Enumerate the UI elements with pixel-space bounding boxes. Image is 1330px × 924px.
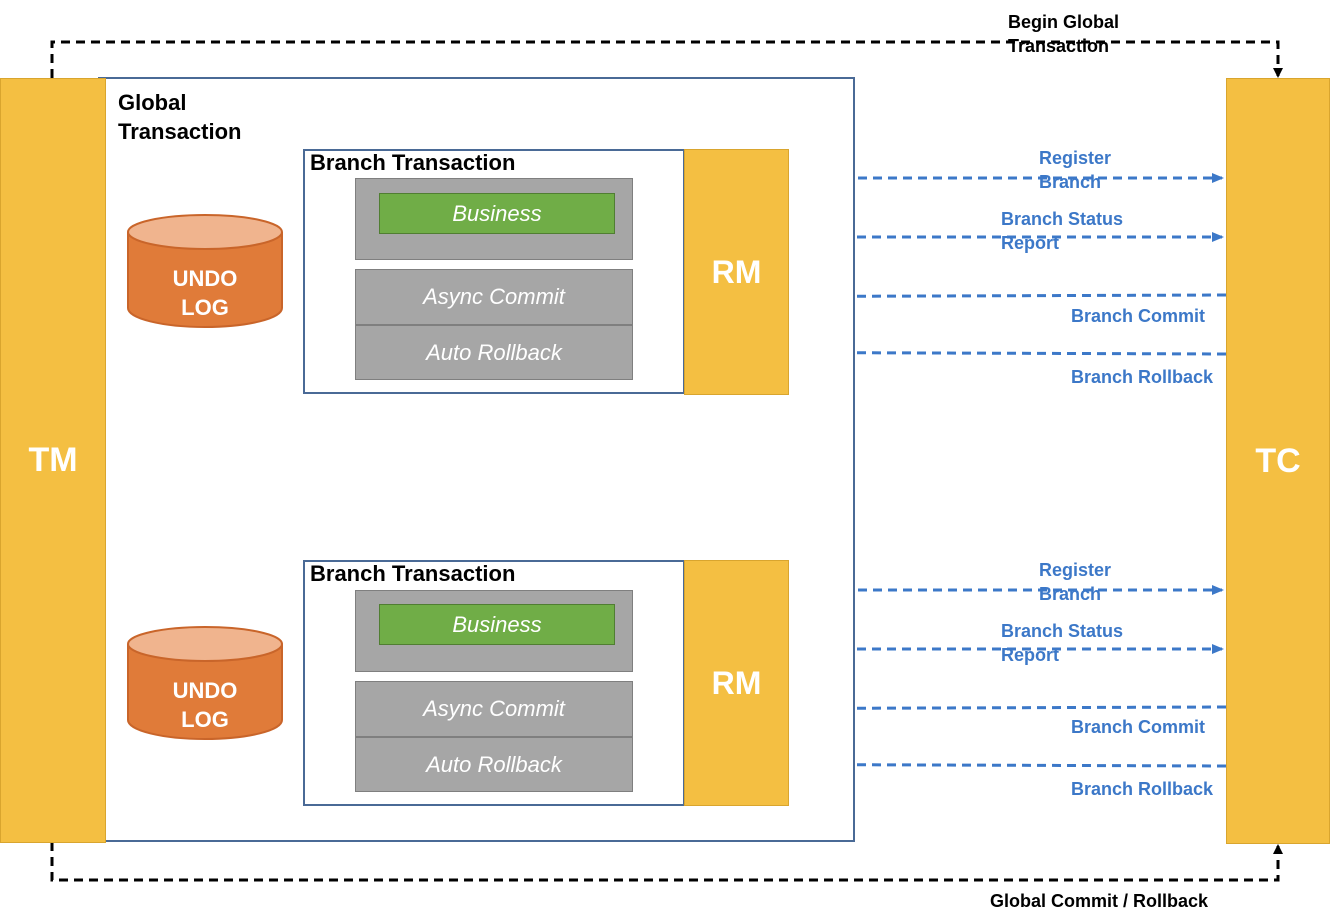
undo-line2-2: LOG bbox=[181, 707, 229, 732]
branch-commit-label-2: Branch Commit bbox=[1071, 717, 1206, 737]
undo-log-cylinder-2 bbox=[127, 626, 283, 740]
branch-transaction-title-2: Branch Transaction bbox=[310, 561, 516, 586]
branch-rollback-label-1: Branch Rollback bbox=[1071, 367, 1214, 387]
undo-log-cylinder-1 bbox=[127, 214, 283, 328]
async-commit-label-1: Async Commit bbox=[423, 284, 565, 309]
global-commit-rollback-label: Global Commit / Rollback bbox=[990, 891, 1209, 911]
register-branch-label-2: Register Branch bbox=[1039, 558, 1111, 606]
branch-commit-arrow-1 bbox=[634, 291, 1227, 302]
business-label-2: Business bbox=[452, 611, 542, 637]
begin-global-transaction-label: Begin Global Transaction bbox=[1008, 10, 1119, 58]
register-branch-label-1: Register Branch bbox=[1039, 146, 1111, 194]
undo-line2-1: LOG bbox=[181, 295, 229, 320]
async-commit-label-2: Async Commit bbox=[423, 696, 565, 721]
undo-line1-1: UNDO bbox=[172, 266, 238, 291]
branch-status-report-label-2: Branch Status Report bbox=[1001, 619, 1123, 667]
register-line1-2: Register bbox=[1039, 560, 1112, 580]
undo-log-label-1: UNDO LOG bbox=[126, 264, 284, 322]
async-commit-box-1: Async Commit bbox=[355, 269, 633, 325]
rm-label-1: RM bbox=[711, 253, 762, 290]
auto-rollback-label-2: Auto Rollback bbox=[426, 751, 562, 777]
global-transaction-title: Global Transaction bbox=[118, 88, 241, 146]
branch-status-report-label-1: Branch Status Report bbox=[1001, 207, 1123, 255]
begin-label-line2: Transaction bbox=[1008, 36, 1110, 56]
register-line2-2: Branch bbox=[1039, 584, 1102, 604]
branch-commit-label-1: Branch Commit bbox=[1071, 306, 1206, 326]
business-box-2: Business bbox=[379, 604, 615, 645]
tc-label: TC bbox=[1255, 441, 1301, 480]
business-box-1: Business bbox=[379, 193, 615, 234]
status-line1-2: Branch Status bbox=[1001, 621, 1124, 641]
auto-rollback-label-1: Auto Rollback bbox=[426, 339, 562, 365]
branch-rollback-arrow-2 bbox=[634, 759, 1227, 770]
status-line2-1: Report bbox=[1001, 233, 1059, 253]
auto-rollback-box-1: Auto Rollback bbox=[355, 325, 633, 380]
begin-global-transaction-arrow bbox=[50, 40, 1283, 78]
status-line1-1: Branch Status bbox=[1001, 209, 1124, 229]
register-line2-1: Branch bbox=[1039, 172, 1102, 192]
undo-line1-2: UNDO bbox=[172, 678, 238, 703]
begin-label-line1: Begin Global bbox=[1008, 12, 1120, 32]
auto-rollback-box-2: Auto Rollback bbox=[355, 737, 633, 792]
rm-block-2: RM bbox=[684, 560, 789, 806]
tc-block: TC bbox=[1226, 78, 1330, 844]
register-line1-1: Register bbox=[1039, 148, 1112, 168]
rm-block-1: RM bbox=[684, 149, 789, 395]
tm-block: TM bbox=[0, 78, 106, 843]
branch-rollback-arrow-1 bbox=[634, 347, 1227, 358]
business-label-1: Business bbox=[452, 200, 542, 226]
branch-commit-arrow-2 bbox=[634, 703, 1227, 714]
async-commit-box-2: Async Commit bbox=[355, 681, 633, 737]
undo-log-label-2: UNDO LOG bbox=[126, 676, 284, 734]
branch-transaction-title-1: Branch Transaction bbox=[310, 150, 516, 175]
global-transaction-title-line2: Transaction bbox=[118, 119, 242, 144]
branch-rollback-label-2: Branch Rollback bbox=[1071, 779, 1214, 799]
rm-label-2: RM bbox=[711, 664, 762, 701]
tm-label: TM bbox=[28, 441, 78, 479]
status-line2-2: Report bbox=[1001, 645, 1059, 665]
global-transaction-title-line1: Global bbox=[118, 90, 187, 115]
global-commit-rollback-arrow bbox=[50, 842, 1283, 882]
